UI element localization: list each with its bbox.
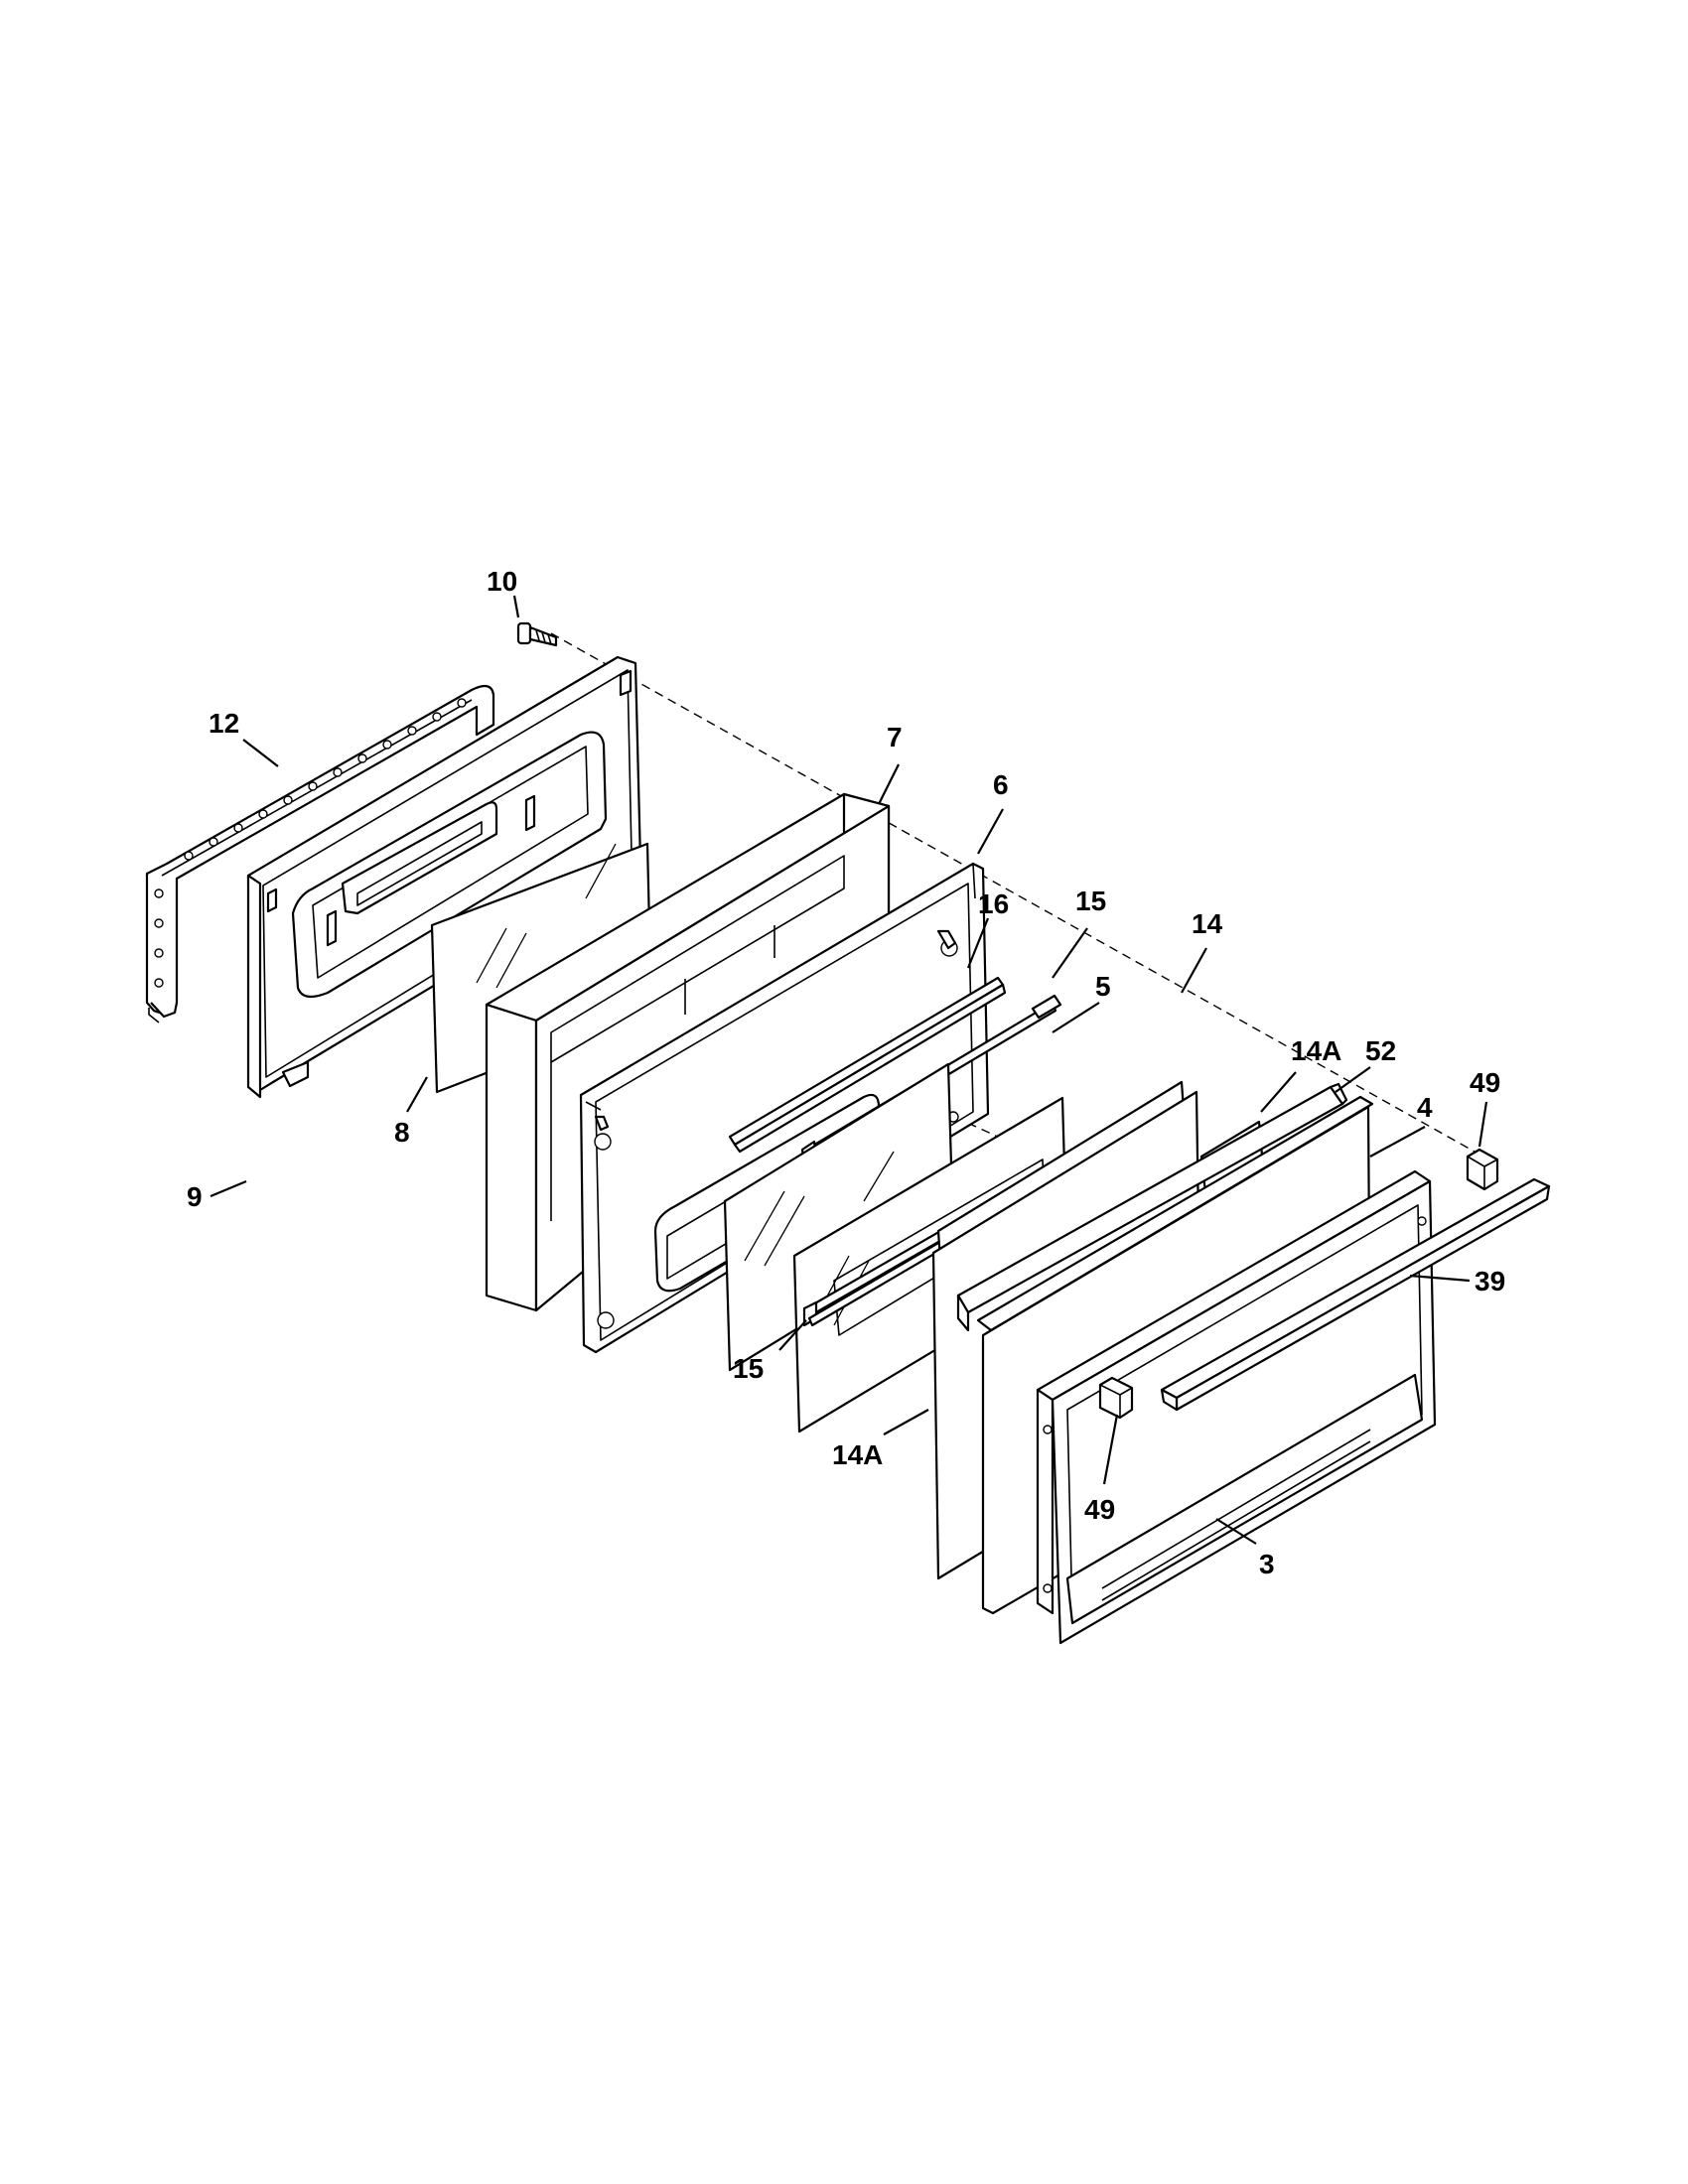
callout-3: 3 [1259,1549,1275,1579]
callout-8: 8 [394,1117,410,1148]
part-39-handle-rod [1160,1177,1551,1412]
callout-49-right: 49 [1470,1067,1500,1098]
part-12-gasket [145,684,495,1024]
part-16-glass-retainer [728,976,1007,1154]
leader-lines [210,595,1488,1545]
callout-15-bottom: 15 [733,1353,764,1384]
callout-9: 9 [187,1181,203,1212]
part-49-right-end-cap [1466,1148,1499,1191]
part-9-inner-door-frame [246,655,642,1099]
callout-39: 39 [1475,1266,1505,1297]
callout-5: 5 [1095,971,1111,1002]
callout-16: 16 [978,888,1009,919]
callout-12: 12 [209,708,239,739]
callout-14: 14 [1192,908,1223,939]
callout-52: 52 [1365,1035,1396,1066]
callout-6: 6 [993,769,1009,800]
part-10-screw [516,621,558,647]
callout-14a-bottom: 14A [832,1439,883,1470]
callout-14a-top: 14A [1291,1035,1341,1066]
part-52-trim-strip [956,1082,1348,1332]
callout-15-top: 15 [1075,886,1106,916]
callout-10: 10 [487,566,517,597]
gasket-clips [154,698,467,988]
callout-49-bottom: 49 [1084,1494,1115,1525]
callout-labels: 10 12 9 8 7 6 16 15 14 5 14A 52 4 49 39 … [187,566,1505,1579]
callout-7: 7 [887,722,903,752]
callout-4: 4 [1417,1092,1433,1123]
part-49-bottom-end-cap [1098,1376,1134,1420]
